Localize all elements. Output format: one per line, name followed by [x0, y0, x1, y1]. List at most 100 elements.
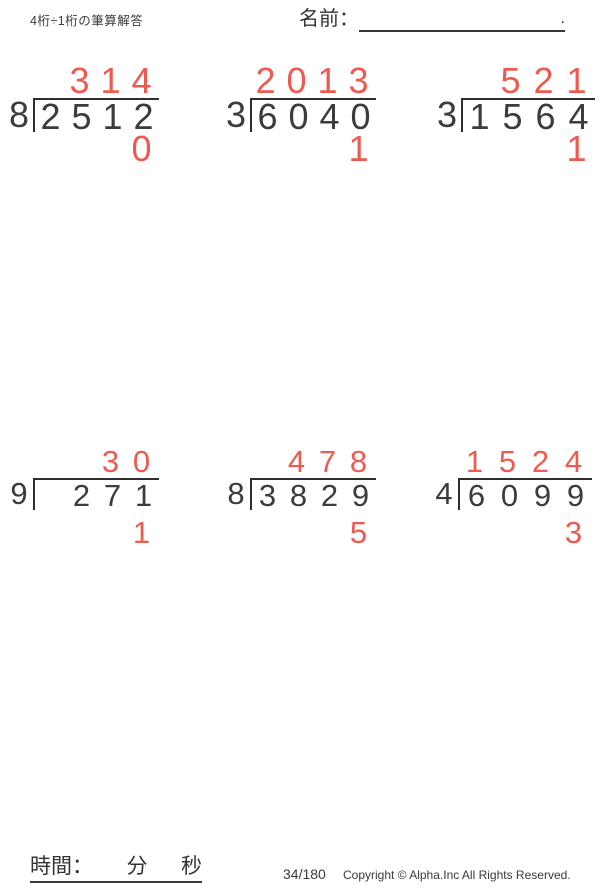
dividend-digit: 7	[103, 478, 122, 513]
remainder-row: 0	[5, 128, 159, 169]
quotient-digit: 4	[131, 60, 152, 101]
remainder-digit	[95, 517, 126, 549]
name-label: 名前：	[299, 8, 359, 30]
quotient-digit: 2	[255, 60, 276, 101]
time-field: 時間： 分 秒	[30, 853, 202, 883]
remainder-digit	[312, 517, 343, 549]
dividend-digit: 1	[134, 478, 153, 513]
division-bracket: 2 5 1 2	[33, 96, 159, 137]
dividend-digit: 2	[320, 478, 339, 513]
quotient-digit: 5	[500, 60, 521, 101]
division-bracket-row: 9 2 7 1	[5, 476, 159, 513]
dividend-digit: 2	[72, 478, 91, 513]
spacer	[433, 132, 461, 166]
division-bracket-row: 8 2 5 1 2	[5, 94, 159, 137]
quotient-digit: 2	[531, 444, 550, 479]
division-bracket-row: 3 6 0 4 0	[222, 94, 376, 137]
quotient-digit: 8	[349, 444, 368, 479]
divisor: 8	[227, 476, 245, 511]
division-problem-6: 1 5 2 4 4 6 0 9 9 3	[430, 446, 592, 549]
remainder-digit	[461, 132, 494, 166]
remainder-digit	[64, 517, 95, 549]
quotient-digit: 0	[286, 60, 307, 101]
name-field: 名前： .	[299, 6, 565, 32]
divisor: 8	[8, 94, 30, 135]
division-bracket-row: 8 3 8 2 9	[222, 476, 376, 513]
remainder-digit	[527, 132, 560, 166]
division-problem-3: 5 2 1 3 1 5 6 4 1	[433, 60, 595, 167]
quotient-digit: 1	[465, 444, 484, 479]
dividend-digit: 9	[566, 478, 585, 513]
quotient-digit	[64, 446, 95, 478]
dividend-digit: 3	[258, 478, 277, 513]
dividend-digit: 4	[319, 96, 340, 137]
spacer	[5, 446, 33, 478]
quotient-digit: 2	[533, 60, 554, 101]
remainder-digit	[250, 517, 281, 549]
divisor: 3	[436, 94, 458, 135]
quotient-digit: 4	[287, 444, 306, 479]
spacer	[430, 446, 458, 478]
remainder-row: 5	[222, 517, 376, 549]
quotient-digit: 1	[317, 60, 338, 101]
spacer	[222, 132, 250, 166]
quotient-digit: 5	[498, 444, 517, 479]
spacer	[222, 517, 250, 549]
spacer	[5, 64, 33, 98]
worksheet-title: 4桁÷1桁の筆算解答	[30, 14, 144, 28]
minutes-label: 分	[126, 855, 148, 878]
remainder-digit: 1	[348, 128, 369, 169]
remainder-digit: 0	[131, 128, 152, 169]
remainder-digit	[250, 132, 281, 166]
dividend-digit: 9	[351, 478, 370, 513]
division-bracket: 2 7 1	[33, 478, 159, 513]
dividend-digit: 2	[40, 96, 61, 137]
quotient-digit: 7	[318, 444, 337, 479]
spacer	[5, 517, 33, 549]
division-bracket: 6 0 4 0	[250, 96, 376, 137]
quotient-digit	[33, 64, 64, 98]
remainder-digit	[33, 132, 64, 166]
quotient-digit: 3	[69, 60, 90, 101]
divisor: 9	[10, 476, 28, 511]
dividend-digit: 6	[535, 96, 556, 137]
divisor: 3	[225, 94, 247, 135]
dividend-digit: 6	[467, 478, 486, 513]
remainder-digit	[312, 132, 343, 166]
quotient-digit	[461, 64, 494, 98]
dividend-digit: 1	[102, 96, 123, 137]
division-problem-2: 2 0 1 3 3 6 0 4 0 1	[222, 60, 376, 169]
time-label: 時間：	[30, 855, 93, 878]
remainder-digit: 3	[564, 515, 583, 550]
remainder-digit: 5	[349, 515, 368, 550]
quotient-digit: 3	[101, 444, 120, 479]
division-problem-4: 3 0 9 2 7 1 1	[5, 446, 159, 549]
remainder-row: 1	[5, 517, 159, 549]
quotient-row: 3 1 4	[5, 60, 159, 101]
dividend-digit: 4	[568, 96, 589, 137]
spacer	[222, 446, 250, 478]
remainder-digit	[458, 517, 491, 549]
remainder-digit	[64, 132, 95, 166]
quotient-row: 2 0 1 3	[222, 60, 376, 101]
dividend-digit: 0	[288, 96, 309, 137]
page-number: 34/180	[283, 866, 326, 882]
quotient-digit	[33, 446, 64, 478]
dividend-digit: 2	[133, 96, 154, 137]
division-problem-1: 3 1 4 8 2 5 1 2 0	[5, 60, 159, 169]
remainder-digit	[281, 132, 312, 166]
division-bracket-row: 3 1 5 6 4	[433, 94, 595, 137]
quotient-digit: 1	[566, 60, 587, 101]
quotient-row: 5 2 1	[433, 60, 595, 101]
dividend-digit: 5	[502, 96, 523, 137]
quotient-digit: 1	[100, 60, 121, 101]
quotient-digit: 4	[564, 444, 583, 479]
remainder-digit	[491, 517, 524, 549]
division-problem-5: 4 7 8 8 3 8 2 9 5	[222, 446, 376, 549]
remainder-digit	[33, 517, 64, 549]
remainder-digit	[281, 517, 312, 549]
dividend-digit: 5	[71, 96, 92, 137]
quotient-row: 1 5 2 4	[430, 446, 592, 478]
divisor: 4	[435, 476, 453, 511]
quotient-row: 4 7 8	[222, 446, 376, 478]
